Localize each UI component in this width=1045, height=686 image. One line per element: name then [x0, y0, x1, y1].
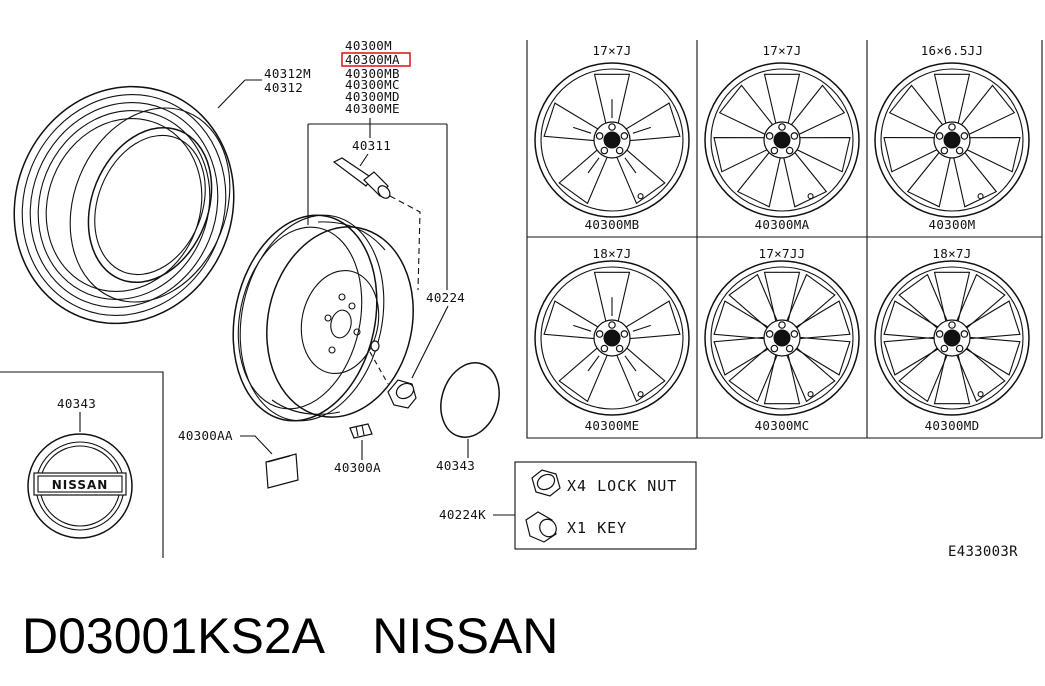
wheel-3: 16×6.5JJ 40300M — [874, 43, 1030, 232]
label-40300mc: 40300MC — [345, 77, 400, 92]
label-40300mb: 40300MB — [345, 66, 400, 81]
caption: D03001KS2A NISSAN — [22, 608, 559, 664]
key-text: X1 KEY — [567, 519, 627, 537]
wheel-size-label: 17×7J — [592, 43, 631, 58]
label-40300m: 40300M — [345, 38, 392, 53]
label-40300me: 40300ME — [345, 101, 400, 116]
wheel-size-label: 18×7J — [592, 246, 631, 261]
lock-nut-icon — [531, 469, 561, 497]
wheel-size-label: 18×7J — [932, 246, 971, 261]
nissan-emblem — [27, 433, 133, 539]
lock-kit-box — [514, 461, 697, 550]
label-cap-disc: 40343 — [436, 458, 475, 473]
tire-drawing — [13, 85, 235, 325]
lock-nut-text: X4 LOCK NUT — [567, 477, 677, 495]
diagram-canvas: 40312M 40312 40300M 40300MA 40300MB 4030… — [0, 38, 1043, 560]
wheel-part-label: 40300MB — [585, 217, 640, 232]
wheel-part-label: 40300M — [929, 217, 976, 232]
wheel-6: 18×7J 40300MD — [874, 246, 1030, 433]
wheel-grid — [526, 40, 1043, 439]
weight-a-drawing — [349, 423, 373, 439]
wheel-4: 18×7J 40300ME — [534, 246, 690, 433]
wheel-2: 17×7J 40300MA — [704, 43, 860, 232]
label-tire-40312m: 40312M — [264, 66, 311, 81]
label-lock-kit: 40224K — [439, 507, 486, 522]
wheel-5: 17×7JJ 40300MC — [704, 246, 860, 433]
weight-aa-drawing — [265, 453, 299, 489]
wheel-part-label: 40300MC — [755, 418, 810, 433]
label-nut: 40224 — [426, 290, 465, 305]
wheel-size-label: 17×7J — [762, 43, 801, 58]
diagram-code: E433003R — [948, 544, 1018, 560]
label-cap-emblem: 40343 — [57, 396, 96, 411]
wheel-size-label: 16×6.5JJ — [921, 43, 984, 58]
label-40300ma: 40300MA — [345, 52, 400, 67]
rim-drawing — [232, 214, 414, 422]
emblem-text: NISSAN — [52, 478, 109, 492]
valve-drawing — [332, 157, 391, 199]
label-40300md: 40300MD — [345, 89, 400, 104]
lug-nut-drawing — [387, 379, 417, 409]
label-weight-aa: 40300AA — [178, 428, 233, 443]
label-tire-40312: 40312 — [264, 80, 303, 95]
label-valve: 40311 — [352, 138, 391, 153]
wheel-size-label: 17×7JJ — [759, 246, 806, 261]
wheel-1: 17×7J 40300MB — [534, 43, 690, 232]
wheel-part-label: 40300ME — [585, 418, 640, 433]
highlight-box — [341, 52, 411, 67]
label-weight-a: 40300A — [334, 460, 381, 475]
wheel-part-label: 40300MA — [755, 217, 810, 232]
wheel-part-label: 40300MD — [925, 418, 980, 433]
key-icon — [525, 511, 557, 543]
